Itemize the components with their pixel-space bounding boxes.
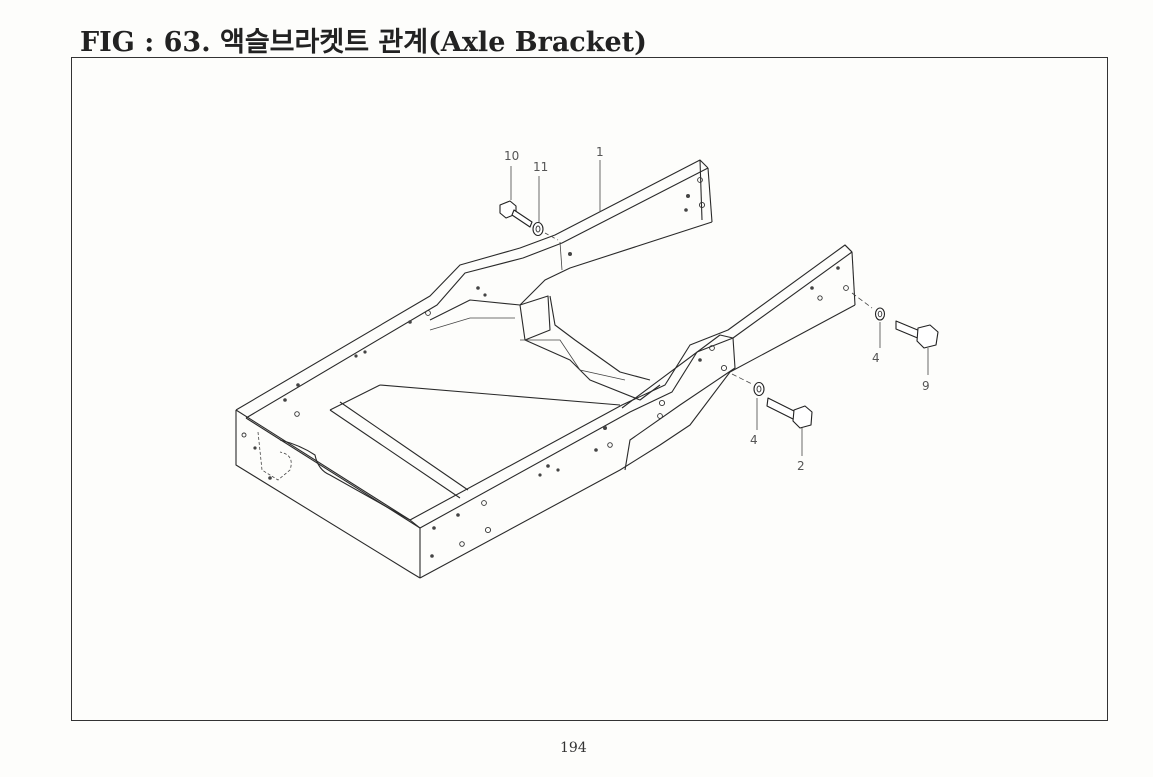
front-cross-member-cutout <box>279 439 411 521</box>
hole <box>408 320 412 324</box>
rear-rail-web-bottom <box>429 221 713 321</box>
hole <box>481 500 487 506</box>
hole <box>684 208 688 212</box>
axle-bracket-plate <box>621 334 736 471</box>
hole <box>607 442 613 448</box>
hole <box>241 432 247 438</box>
hole <box>546 464 550 468</box>
figure-title: FIG : 63. 액슬브라켓트 관계(Axle Bracket) <box>80 27 647 58</box>
hole <box>594 448 598 452</box>
assembly-line-4-lower <box>731 373 753 385</box>
bolt-9 <box>895 320 939 349</box>
front-rail-end <box>851 251 856 306</box>
callout-4-lower: 4 <box>750 433 758 447</box>
hole <box>476 286 480 290</box>
hole <box>686 194 690 198</box>
hole <box>483 293 487 297</box>
hole <box>484 526 492 534</box>
front-cross-member-outer <box>235 410 421 579</box>
rear-rail-top-inner <box>245 167 709 419</box>
hole <box>709 345 715 351</box>
hole <box>432 526 436 530</box>
bolt-10 <box>499 200 533 228</box>
hole <box>658 399 666 407</box>
front-rail-end-top <box>844 244 853 253</box>
washer-4-upper <box>874 307 886 321</box>
hole <box>459 541 465 547</box>
hole <box>268 476 272 480</box>
hole <box>556 468 560 472</box>
callout-9: 9 <box>922 379 930 393</box>
hole <box>697 177 703 183</box>
rear-rail-end-2 <box>707 167 713 223</box>
inner-web-line <box>429 317 626 381</box>
bolt-2 <box>766 397 813 429</box>
washer-4-lower <box>753 381 765 397</box>
assembly-line-11 <box>544 232 559 241</box>
callout-4-upper: 4 <box>872 351 880 365</box>
front-cross-member-dashed-pocket <box>257 431 292 481</box>
assembly-line-4-upper <box>851 292 873 309</box>
hole <box>810 286 814 290</box>
hole <box>363 350 367 354</box>
hole <box>603 426 607 430</box>
hole <box>843 285 849 291</box>
rear-rail-top-edge <box>235 159 709 411</box>
front-cross-member-top <box>235 409 411 521</box>
callout-10: 10 <box>504 149 519 163</box>
callout-1: 1 <box>596 145 604 159</box>
callout-2: 2 <box>797 459 805 473</box>
drawing-frame <box>71 57 1108 721</box>
rear-cross-member <box>519 295 661 401</box>
hole <box>568 252 572 256</box>
hole <box>456 513 460 517</box>
hole <box>698 201 706 209</box>
rear-rail-step <box>559 241 563 271</box>
hole <box>698 358 702 362</box>
page-number: 194 <box>560 740 587 756</box>
front-rail-top-inner <box>419 251 853 529</box>
washer-11 <box>532 221 544 237</box>
rear-cross-member-gusset <box>519 295 551 341</box>
chassis-frame <box>235 159 856 579</box>
hole <box>657 413 663 419</box>
hole <box>354 354 358 358</box>
hole <box>430 554 434 558</box>
leader-lines <box>510 160 929 456</box>
front-rail-top-edge <box>409 244 853 521</box>
hole <box>817 295 823 301</box>
hole <box>425 310 431 316</box>
hole <box>283 398 287 402</box>
middle-cross-member <box>329 384 621 499</box>
rear-rail-end <box>699 159 703 221</box>
hole <box>294 411 300 417</box>
front-rail-web-bottom <box>419 304 856 579</box>
hole <box>538 473 542 477</box>
hole <box>836 266 840 270</box>
hole <box>720 364 728 372</box>
callout-11: 11 <box>533 160 548 174</box>
hole <box>253 446 257 450</box>
hole <box>296 383 300 387</box>
